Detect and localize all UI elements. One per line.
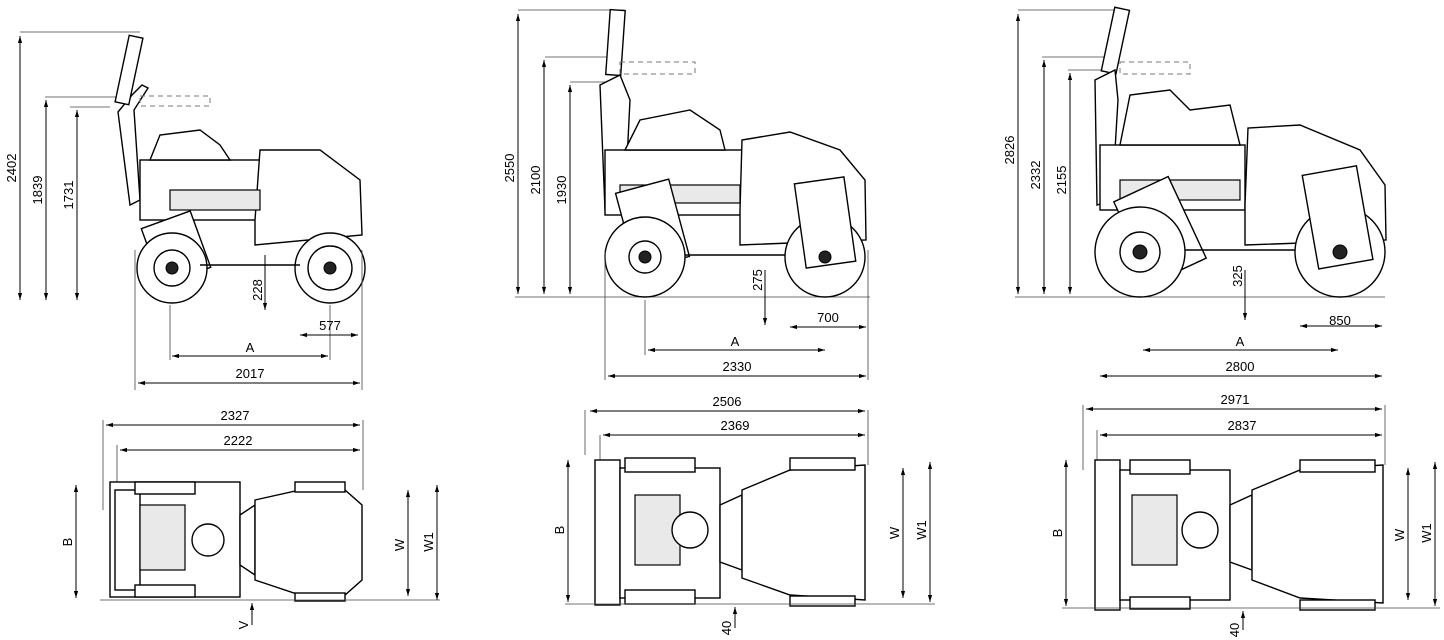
machine-2-side-view: 2550 2100 1930 275: [502, 8, 870, 380]
height-1839: 1839: [30, 176, 45, 205]
machine-3-top-view: 2971 2837 B W W1 40: [1050, 392, 1440, 637]
ground-clearance-325: 325: [1230, 265, 1245, 287]
overall-length-2330: 2330: [723, 359, 752, 374]
overhang-577: 577: [319, 318, 341, 333]
roller-1-top-body: [109, 481, 363, 602]
machine-3-side-view: 2826 2332 2155 325: [1002, 6, 1387, 379]
width-W: W: [1392, 528, 1407, 541]
overall-length-2017: 2017: [236, 366, 265, 381]
width-W1: W1: [1419, 523, 1434, 543]
ground-clearance-228: 228: [250, 279, 265, 301]
machine-1: 2402 1839 1731: [4, 31, 440, 629]
roller-3-body: [1094, 6, 1387, 298]
drum-length-2837: 2837: [1228, 418, 1257, 433]
drum-length-2369: 2369: [721, 418, 750, 433]
top-length-2971: 2971: [1221, 392, 1250, 407]
wheelbase-A: A: [246, 340, 255, 355]
height-2155: 2155: [1054, 166, 1069, 195]
overhang-700: 700: [817, 310, 839, 325]
machine-1-top-view: 2327 2222 B W W1 V: [60, 408, 440, 629]
width-W: W: [887, 526, 902, 539]
height-2550: 2550: [502, 154, 517, 183]
roller-3-top-body: [1094, 459, 1384, 611]
machine-3: 2826 2332 2155 325: [1002, 6, 1440, 637]
top-length-2327: 2327: [221, 408, 250, 423]
width-B: B: [60, 538, 75, 547]
roller-2-top-body: [594, 457, 866, 607]
overall-length-2800: 2800: [1226, 359, 1255, 374]
offset-V: V: [236, 620, 251, 629]
wheelbase-A: A: [731, 334, 740, 349]
machine-2-top-view: 2506 2369 B W W1 40: [552, 394, 935, 635]
top-length-2506: 2506: [713, 394, 742, 409]
width-W1: W1: [421, 532, 436, 552]
machine-1-side-view: 2402 1839 1731: [4, 31, 366, 390]
height-2826: 2826: [1002, 136, 1017, 165]
machine-2: 2550 2100 1930 275: [502, 8, 935, 635]
height-2402: 2402: [4, 154, 19, 183]
drum-length-2222: 2222: [224, 433, 253, 448]
height-2332: 2332: [1028, 161, 1043, 190]
ground-clearance-275: 275: [750, 269, 765, 291]
offset-40: 40: [719, 621, 734, 635]
height-1731: 1731: [61, 181, 76, 210]
roller-2-body: [599, 8, 867, 298]
height-2100: 2100: [528, 166, 543, 195]
overhang-850: 850: [1329, 313, 1351, 328]
width-B: B: [552, 526, 567, 535]
width-W1: W1: [914, 520, 929, 540]
roller-1-body: [114, 34, 366, 304]
height-1930: 1930: [554, 176, 569, 205]
width-W: W: [392, 538, 407, 551]
offset-40: 40: [1227, 623, 1242, 637]
width-B: B: [1050, 529, 1065, 538]
wheelbase-A: A: [1236, 334, 1245, 349]
